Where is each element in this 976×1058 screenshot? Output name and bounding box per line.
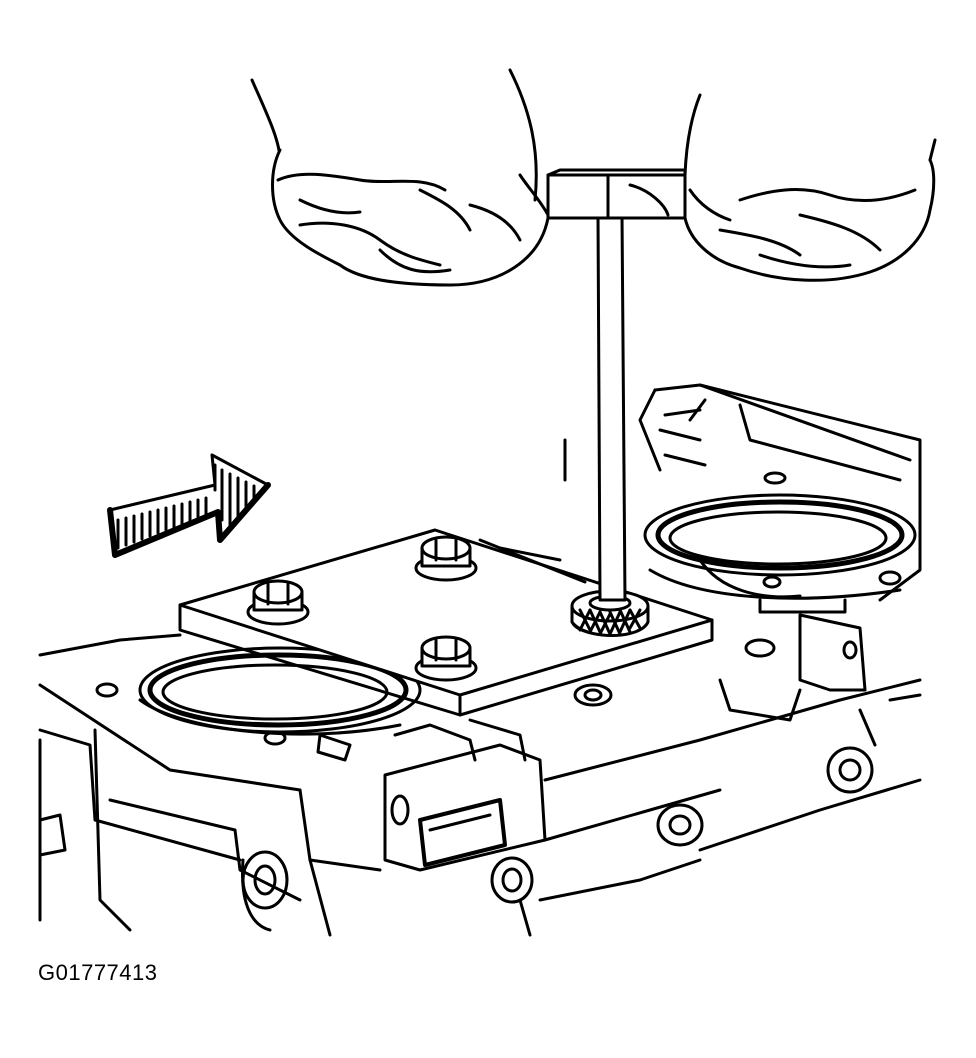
engine-block-front [40, 635, 380, 935]
bolt-icon [416, 537, 476, 580]
bolt-icon [248, 581, 308, 624]
right-cylinder-bore [645, 495, 915, 612]
bolt-icon [416, 637, 476, 680]
knurled-collar [572, 591, 648, 636]
fixture-plate [180, 530, 712, 715]
engine-block-illustration [0, 0, 976, 960]
direction-arrow-icon [110, 455, 268, 555]
right-hand-icon [685, 95, 935, 280]
engine-block-lower-right [385, 615, 920, 935]
figure-id-label: G01777413 [38, 960, 158, 985]
t-handle-tool [548, 170, 685, 600]
left-cylinder-bore [140, 648, 420, 734]
left-hand-icon [252, 70, 548, 285]
